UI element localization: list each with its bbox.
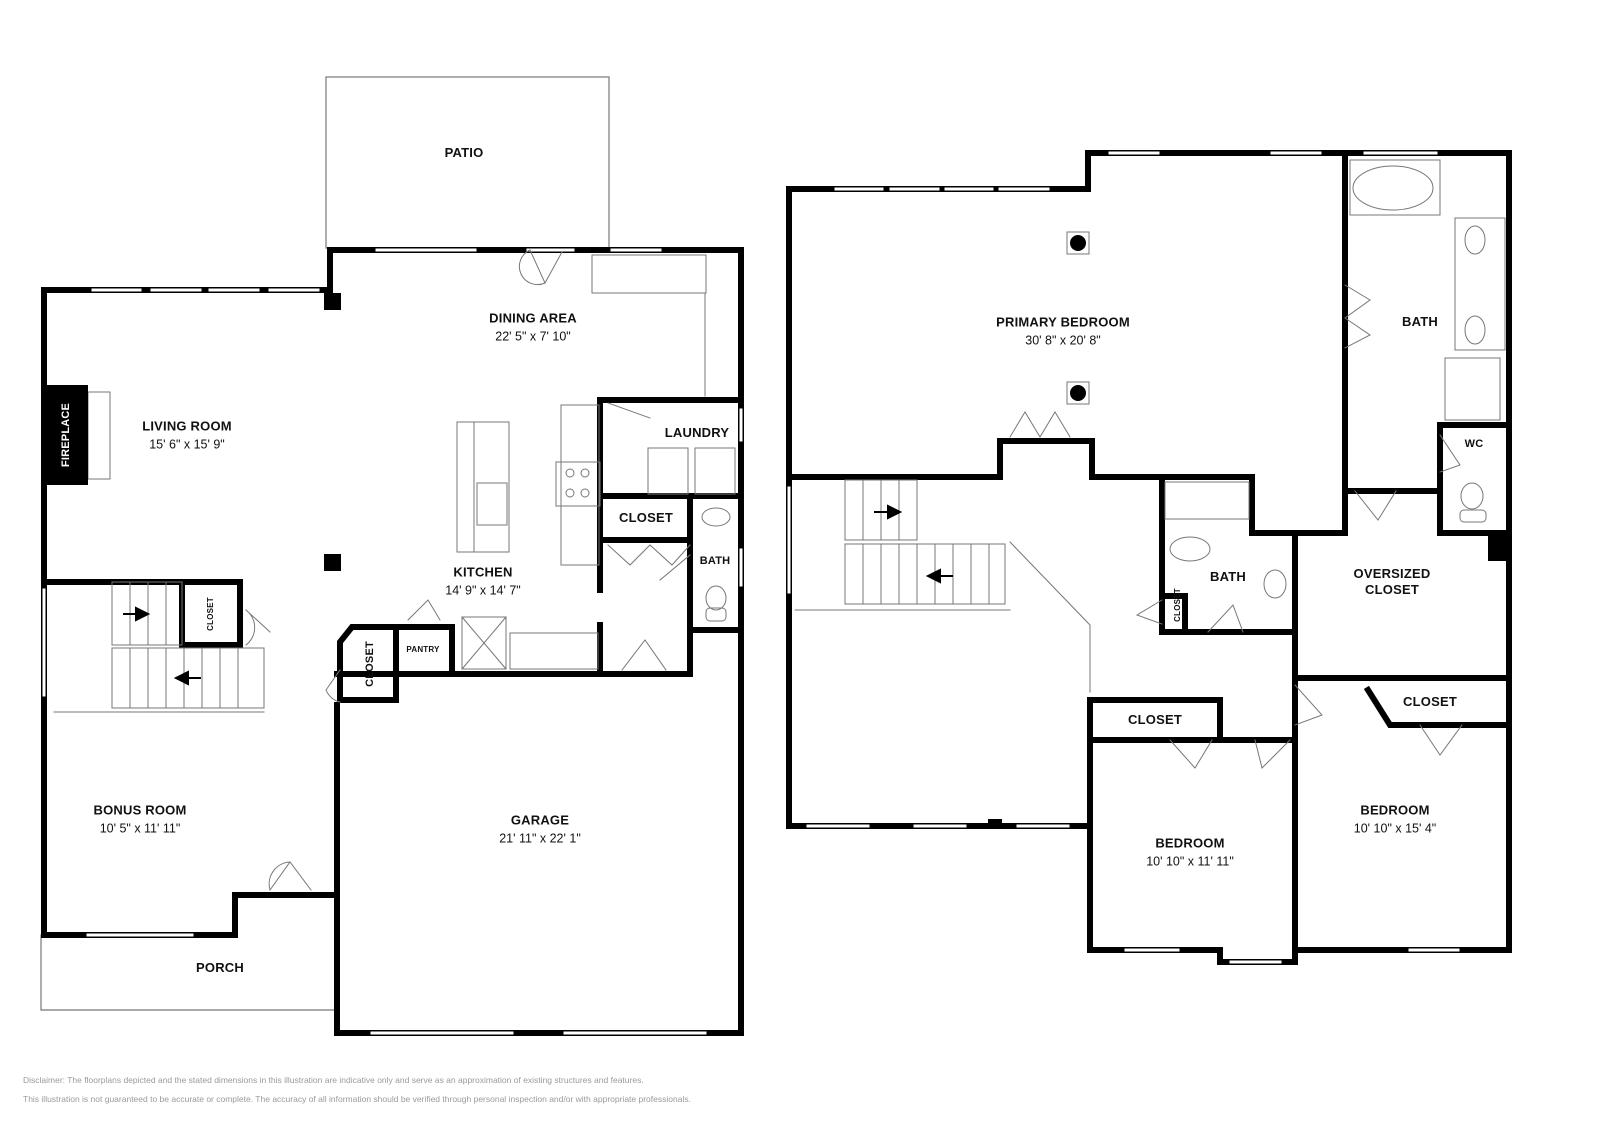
room-label-primary-bath: BATH — [1402, 314, 1438, 330]
room-name: CLOSET — [1128, 711, 1182, 727]
room-name: DINING AREA — [489, 310, 577, 326]
room-name: KITCHEN — [453, 564, 513, 580]
room-label-living-room: LIVING ROOM 15' 6" x 15' 9" — [142, 419, 232, 454]
room-dimensions: 22' 5" x 7' 10" — [495, 329, 571, 344]
first-floor — [40, 76, 744, 1036]
room-dimensions: 10' 10" x 15' 4" — [1353, 821, 1437, 836]
room-name: PANTRY — [406, 645, 440, 654]
room-label-closet-kitchen: CLOSET — [619, 510, 673, 526]
room-label-entry-closet: CLOSET — [364, 641, 378, 687]
room-label-laundry: LAUNDRY — [665, 425, 729, 441]
room-label-dining-area: DINING AREA 22' 5" x 7' 10" — [489, 311, 577, 346]
room-dimensions: 14' 9" x 14' 7" — [445, 583, 521, 598]
fireplace-label: FIREPLACE — [60, 403, 74, 467]
room-label-kitchen: KITCHEN 14' 9" x 14' 7" — [445, 565, 521, 600]
room-name: PRIMARY BEDROOM — [996, 314, 1130, 330]
room-name: BATH — [1210, 568, 1246, 584]
room-name: BATH — [699, 555, 731, 568]
room-name: FIREPLACE — [60, 402, 73, 468]
room-name: GARAGE — [510, 812, 570, 828]
room-label-bonus-room: BONUS ROOM 10' 5" x 11' 11" — [94, 803, 187, 838]
disclaimer-line-1: Disclaimer: The floorplans depicted and … — [23, 1075, 644, 1085]
room-label-wc: WC — [1465, 438, 1484, 452]
room-name: OVERSIZED CLOSET — [1353, 565, 1431, 597]
second-floor — [786, 150, 1512, 965]
room-name: BATH — [1402, 313, 1438, 329]
room-label-primary-bedroom: PRIMARY BEDROOM 30' 8" x 20' 8" — [996, 315, 1130, 350]
room-dimensions: 15' 6" x 15' 9" — [149, 437, 225, 452]
room-label-bedroom2: BEDROOM 10' 10" x 15' 4" — [1354, 803, 1436, 838]
room-label-pantry: PANTRY — [406, 645, 439, 655]
room-name: LAUNDRY — [664, 424, 730, 440]
room-dimensions: 10' 5" x 11' 11" — [99, 821, 181, 836]
room-label-half-bath: BATH — [700, 555, 731, 569]
room-name: CLOSET — [206, 597, 215, 631]
room-label-oversized-closet: OVERSIZED CLOSET — [1347, 566, 1437, 599]
room-dimensions: 21' 11" x 22' 1" — [499, 831, 581, 846]
room-name: CLOSET — [1173, 588, 1182, 622]
room-label-hall-bath: BATH — [1210, 569, 1246, 585]
room-name: BEDROOM — [1360, 802, 1430, 818]
room-name: CLOSET — [364, 641, 377, 687]
room-label-garage: GARAGE 21' 11" x 22' 1" — [499, 813, 581, 848]
room-label-bedroom1: BEDROOM 10' 10" x 11' 11" — [1146, 836, 1234, 871]
room-label-bedroom1-closet: CLOSET — [1128, 712, 1182, 728]
room-name: BEDROOM — [1155, 835, 1225, 851]
room-dimensions: 30' 8" x 20' 8" — [1025, 333, 1101, 348]
room-label-stair-closet: CLOSET — [206, 597, 216, 631]
room-dimensions: 10' 10" x 11' 11" — [1146, 854, 1234, 869]
room-label-hall-closet: CLOSET — [1173, 588, 1183, 622]
room-name: LIVING ROOM — [142, 418, 232, 434]
room-label-bedroom2-closet: CLOSET — [1403, 694, 1457, 710]
room-name: PATIO — [444, 144, 484, 160]
disclaimer-line-2: This illustration is not guaranteed to b… — [23, 1094, 691, 1104]
room-name: CLOSET — [1403, 693, 1457, 709]
room-name: BONUS ROOM — [93, 802, 187, 818]
room-name: WC — [1464, 438, 1484, 451]
room-label-porch: PORCH — [196, 960, 244, 976]
room-name: CLOSET — [619, 509, 673, 525]
room-label-patio: PATIO — [445, 145, 484, 161]
room-name: PORCH — [196, 959, 244, 975]
